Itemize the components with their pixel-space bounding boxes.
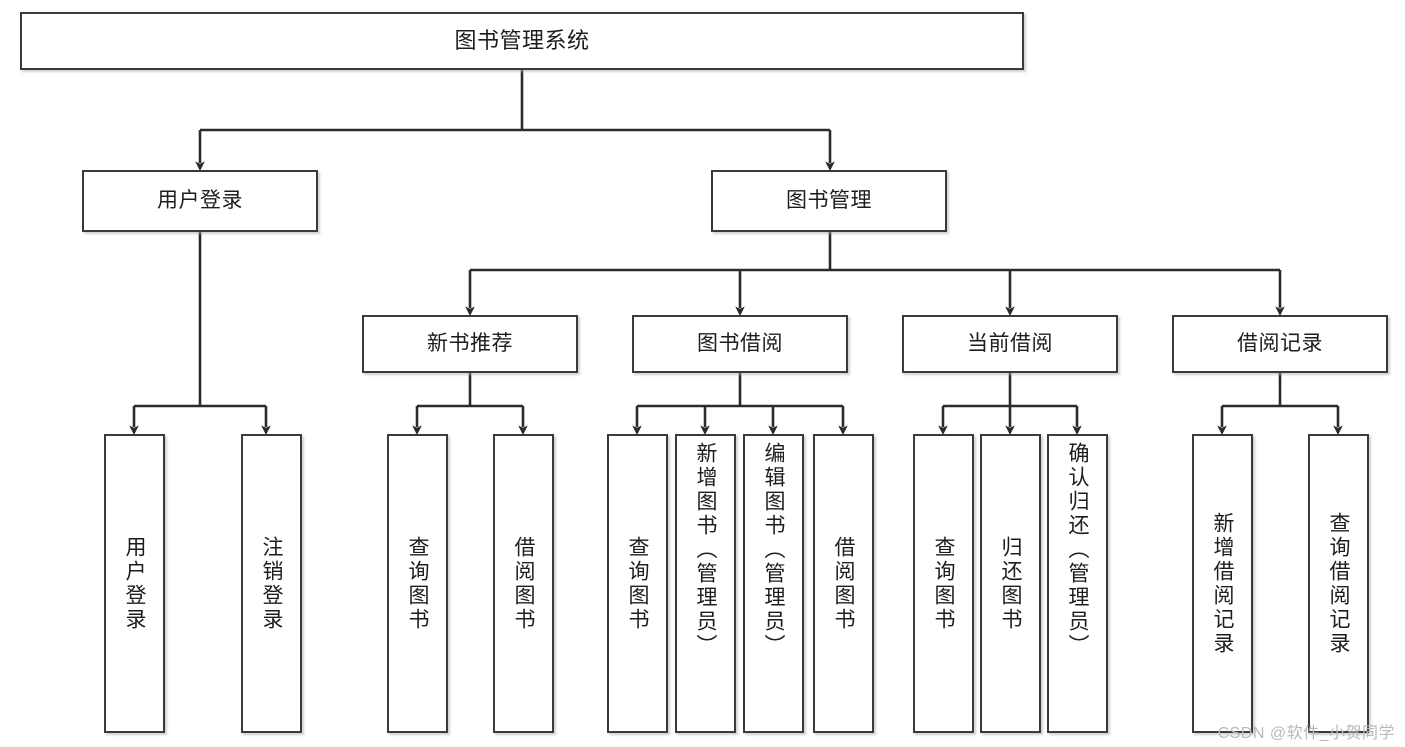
leaf-add-record[interactable]: 新增借阅记录: [1192, 434, 1253, 733]
leaf-confirm-return[interactable]: 确认归还（管理员）: [1047, 434, 1108, 733]
node-borrow-record-label: 借阅记录: [1237, 331, 1323, 355]
node-root[interactable]: 图书管理系统: [20, 12, 1024, 70]
leaf-add-record-label: 新增借阅记录: [1211, 511, 1234, 656]
leaf-borrow-book-2-label: 借阅图书: [832, 535, 855, 632]
leaf-query-book-3[interactable]: 查询图书: [913, 434, 974, 733]
node-current-borrow[interactable]: 当前借阅: [902, 315, 1118, 373]
leaf-return-book[interactable]: 归还图书: [980, 434, 1041, 733]
node-user-login-label: 用户登录: [157, 188, 243, 212]
leaf-user-login-label: 用户登录: [123, 535, 146, 632]
leaf-query-book-2-label: 查询图书: [626, 535, 649, 632]
leaf-borrow-book-1-label: 借阅图书: [512, 535, 535, 632]
leaf-edit-book-label: 编辑图书（管理员）: [762, 442, 785, 658]
watermark: CSDN @软件_小贺同学: [1217, 725, 1395, 742]
leaf-add-book[interactable]: 新增图书（管理员）: [675, 434, 736, 733]
leaf-return-book-label: 归还图书: [999, 535, 1022, 632]
leaf-user-logout-label: 注销登录: [260, 535, 283, 632]
node-current-borrow-label: 当前借阅: [967, 331, 1053, 355]
leaf-edit-book[interactable]: 编辑图书（管理员）: [743, 434, 804, 733]
node-book-manage-label: 图书管理: [786, 188, 872, 212]
node-user-login[interactable]: 用户登录: [82, 170, 318, 232]
leaf-query-book-1[interactable]: 查询图书: [387, 434, 448, 733]
node-borrow-record[interactable]: 借阅记录: [1172, 315, 1388, 373]
leaf-user-logout[interactable]: 注销登录: [241, 434, 302, 733]
leaf-confirm-return-label: 确认归还（管理员）: [1066, 442, 1089, 658]
node-new-book-rec[interactable]: 新书推荐: [362, 315, 578, 373]
leaf-query-book-2[interactable]: 查询图书: [607, 434, 668, 733]
leaf-add-book-label: 新增图书（管理员）: [694, 442, 717, 658]
leaf-user-login[interactable]: 用户登录: [104, 434, 165, 733]
leaf-borrow-book-2[interactable]: 借阅图书: [813, 434, 874, 733]
leaf-borrow-book-1[interactable]: 借阅图书: [493, 434, 554, 733]
leaf-query-record[interactable]: 查询借阅记录: [1308, 434, 1369, 733]
leaf-query-book-1-label: 查询图书: [406, 535, 429, 632]
node-book-borrow-label: 图书借阅: [697, 331, 783, 355]
node-new-book-rec-label: 新书推荐: [427, 331, 513, 355]
leaf-query-record-label: 查询借阅记录: [1327, 511, 1350, 656]
node-book-borrow[interactable]: 图书借阅: [632, 315, 848, 373]
leaf-query-book-3-label: 查询图书: [932, 535, 955, 632]
node-root-label: 图书管理系统: [454, 28, 590, 54]
node-book-manage[interactable]: 图书管理: [711, 170, 947, 232]
